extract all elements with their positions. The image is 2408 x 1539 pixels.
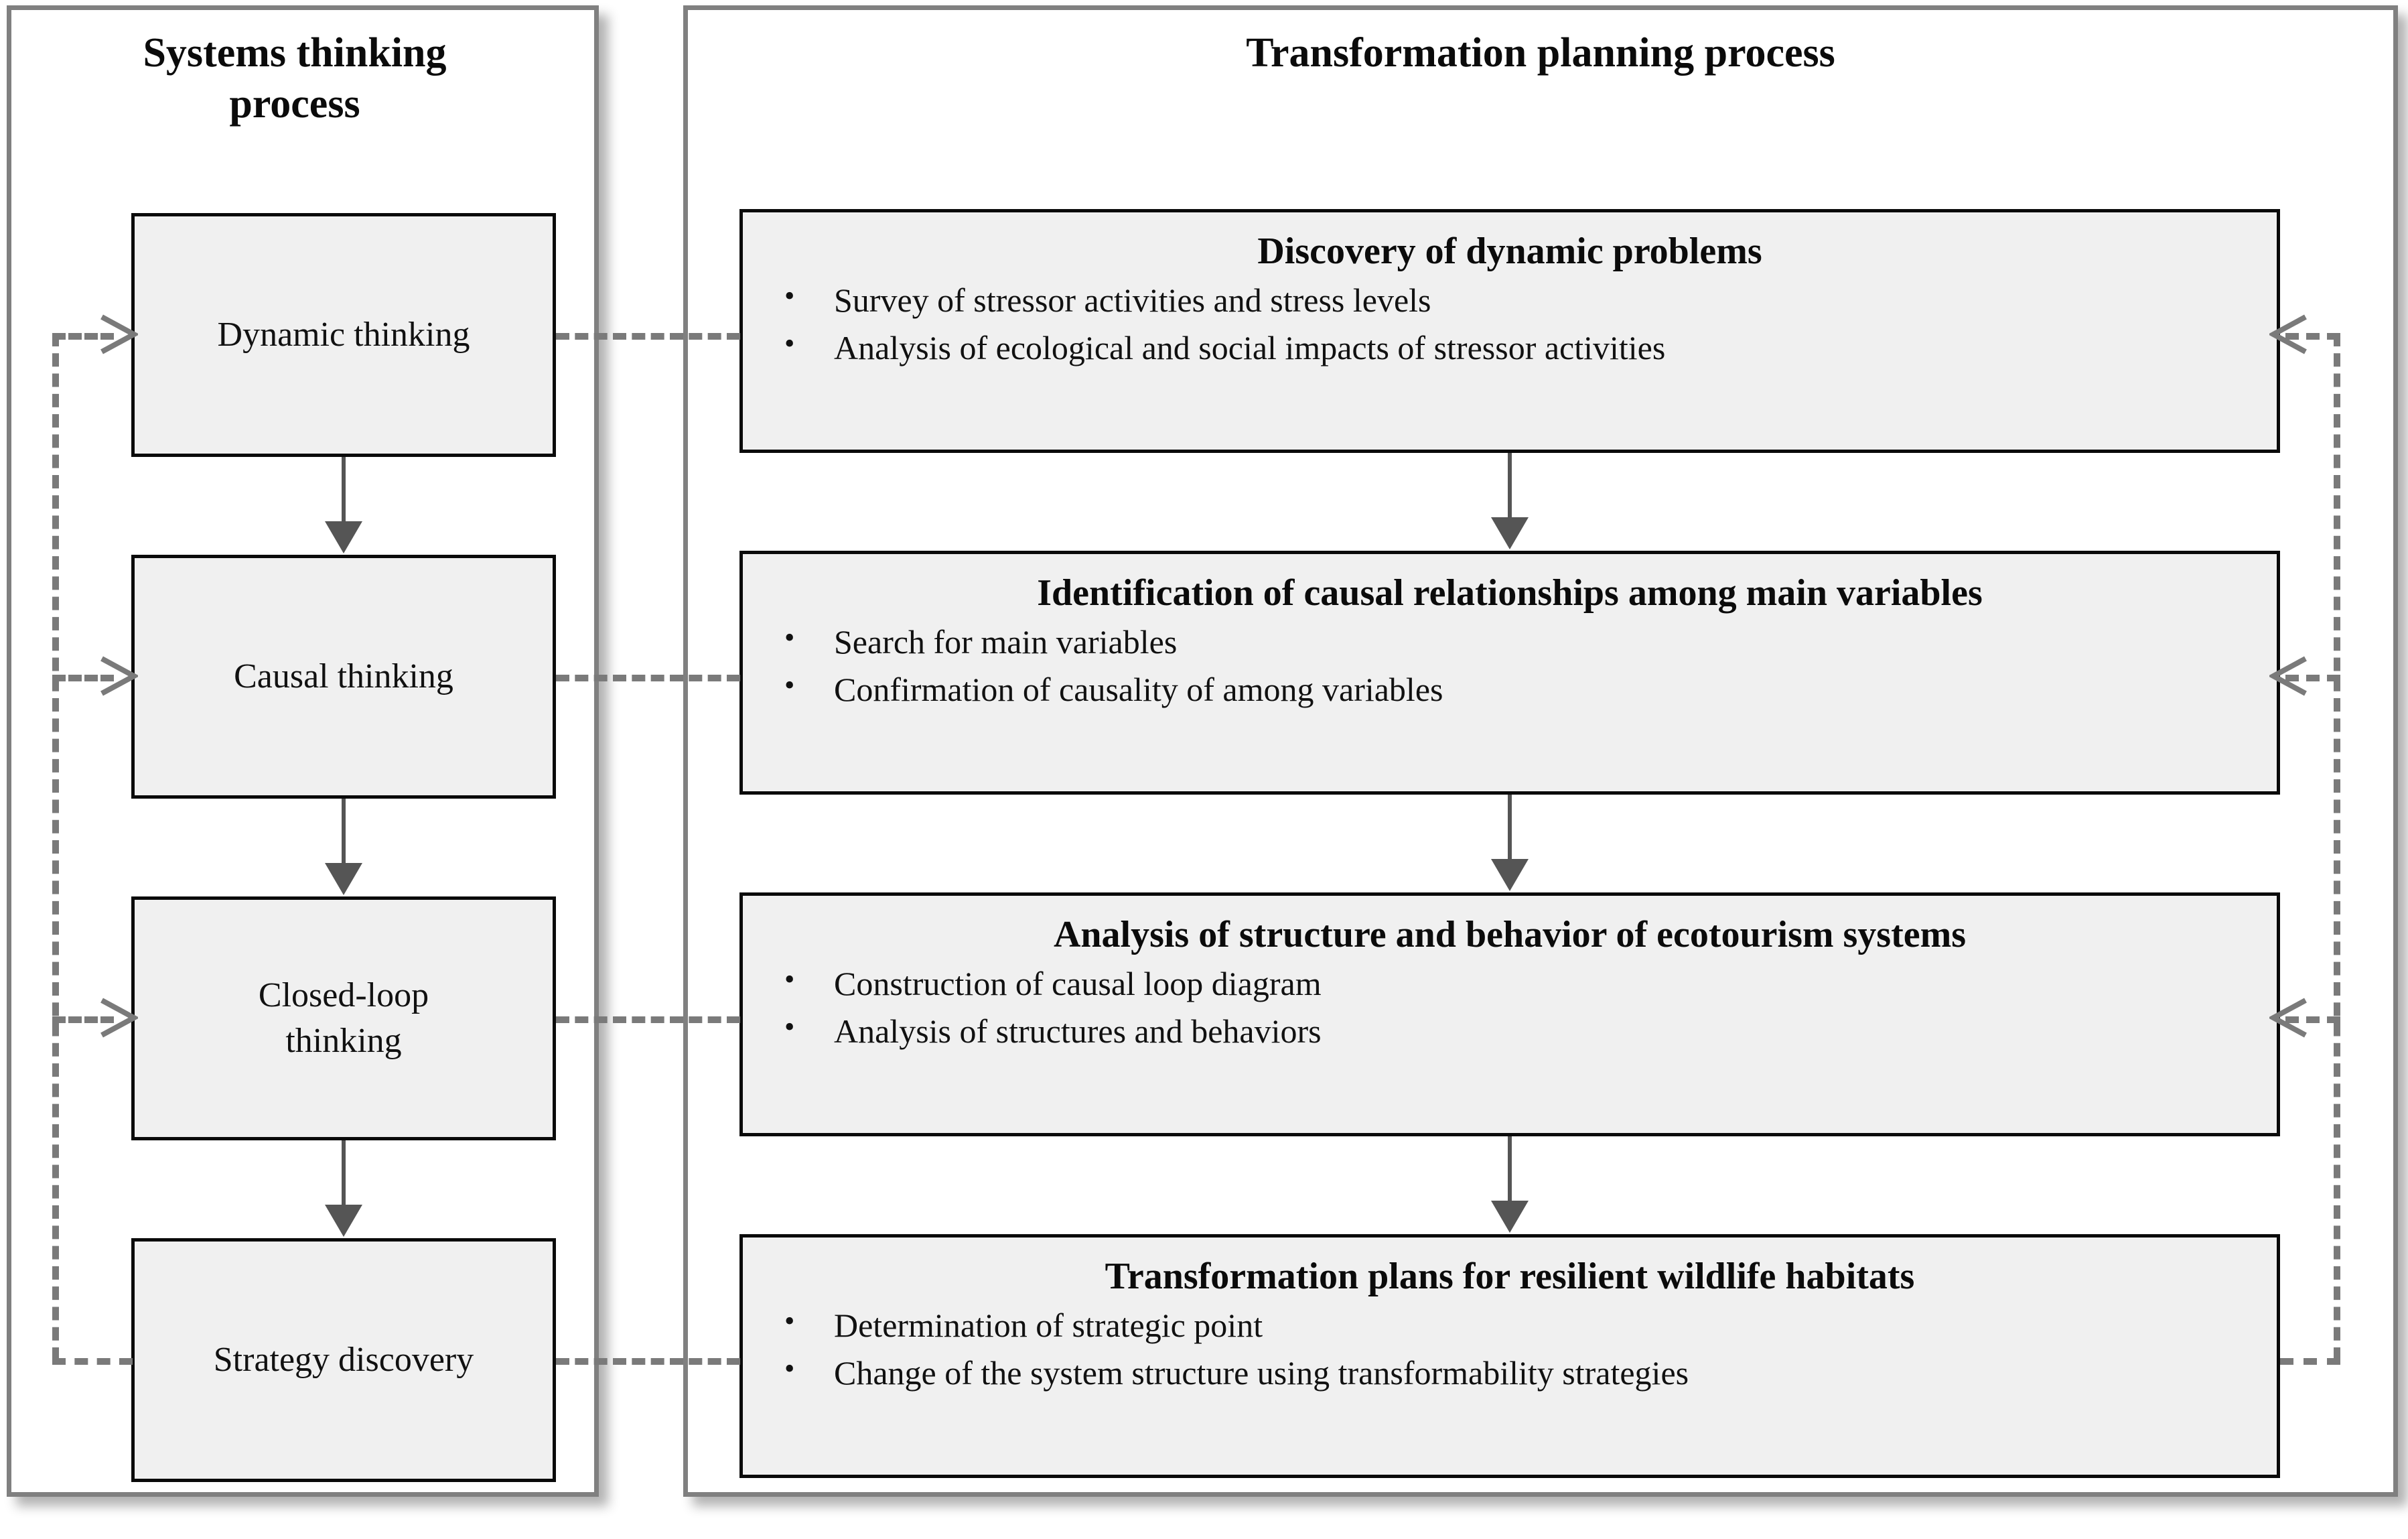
stage-title-2: Identification of causal relationships a… — [1037, 572, 1983, 614]
feedback-left-branch-to-step1 — [52, 333, 114, 340]
feedback-left-arrowhead-step3 — [100, 998, 138, 1038]
link-causal-thinking-to-stage2 — [556, 675, 740, 681]
feedback-right-arrowhead-stage1 — [2269, 314, 2307, 354]
arrow-head-step3-step4 — [325, 1205, 362, 1237]
step-label-closed-loop-thinking: Closed-loop thinking — [258, 976, 429, 1060]
stage-title-3: Analysis of structure and behavior of ec… — [1053, 914, 1967, 955]
panel-systems-thinking-title: Systems thinking process — [143, 30, 447, 127]
feedback-left-vertical — [52, 333, 59, 1361]
link-strategy-discovery-to-stage4 — [556, 1358, 740, 1365]
stage-box-transformation-plans[interactable]: Transformation plans for resilient wildl… — [739, 1234, 2280, 1478]
feedback-right-vertical — [2334, 333, 2340, 1361]
stage-bullets-3: Construction of causal loop diagram Anal… — [743, 959, 2277, 1055]
link-closed-loop-to-stage3 — [556, 1016, 740, 1023]
step-label-causal-thinking: Causal thinking — [234, 657, 453, 696]
feedback-left-arrowhead-step1 — [100, 314, 138, 354]
feedback-left-arrowhead-step2 — [100, 656, 138, 696]
step-box-closed-loop-thinking[interactable]: Closed-loop thinking — [131, 896, 556, 1140]
arrow-line-step2-step3 — [342, 799, 346, 866]
panel-transformation-planning-title: Transformation planning process — [1246, 30, 1835, 76]
arrow-head-stage1-stage2 — [1491, 517, 1529, 549]
stage-box-analysis-of-structure-and-behavior[interactable]: Analysis of structure and behavior of ec… — [739, 892, 2280, 1136]
arrow-head-stage2-stage3 — [1491, 859, 1529, 891]
feedback-right-bottom-segment — [2280, 1358, 2340, 1365]
link-dynamic-thinking-to-stage1 — [556, 333, 740, 340]
bullet-item: Analysis of ecological and social impact… — [772, 323, 2277, 372]
feedback-right-branch-to-stage2 — [2285, 675, 2340, 681]
arrow-line-stage2-stage3 — [1508, 795, 1512, 862]
bullet-item: Survey of stressor activities and stress… — [772, 275, 2277, 324]
feedback-left-bottom-segment — [52, 1358, 133, 1365]
arrow-head-step2-step3 — [325, 863, 362, 895]
step-label-dynamic-thinking: Dynamic thinking — [217, 316, 470, 354]
step-box-strategy-discovery[interactable]: Strategy discovery — [131, 1238, 556, 1482]
stage-bullets-2: Search for main variables Confirmation o… — [743, 617, 2277, 714]
arrow-line-stage3-stage4 — [1508, 1136, 1512, 1203]
stage-bullets-4: Determination of strategic point Change … — [743, 1300, 2277, 1397]
stage-title-1: Discovery of dynamic problems — [1257, 230, 1762, 272]
step-box-dynamic-thinking[interactable]: Dynamic thinking — [131, 213, 556, 457]
bullet-item: Analysis of structures and behaviors — [772, 1006, 2277, 1055]
bullet-item: Determination of strategic point — [772, 1300, 2277, 1349]
bullet-item: Construction of causal loop diagram — [772, 959, 2277, 1008]
feedback-left-branch-to-step2 — [52, 675, 114, 681]
step-box-causal-thinking[interactable]: Causal thinking — [131, 555, 556, 799]
stage-bullets-1: Survey of stressor activities and stress… — [743, 275, 2277, 372]
arrow-head-stage3-stage4 — [1491, 1201, 1529, 1233]
bullet-item: Change of the system structure using tra… — [772, 1348, 2277, 1397]
feedback-right-arrowhead-stage3 — [2269, 998, 2307, 1038]
step-label-strategy-discovery: Strategy discovery — [213, 1341, 474, 1380]
stage-title-4: Transformation plans for resilient wildl… — [1105, 1256, 1915, 1297]
bullet-item: Confirmation of causality of among varia… — [772, 665, 2277, 714]
arrow-line-step1-step2 — [342, 457, 346, 524]
feedback-right-branch-to-stage3 — [2285, 1016, 2340, 1023]
arrow-head-step1-step2 — [325, 521, 362, 553]
arrow-line-step3-step4 — [342, 1140, 346, 1207]
stage-box-discovery-of-dynamic-problems[interactable]: Discovery of dynamic problems Survey of … — [739, 209, 2280, 453]
stage-box-identification-of-causal-relationships[interactable]: Identification of causal relationships a… — [739, 551, 2280, 795]
feedback-left-branch-to-step3 — [52, 1016, 114, 1023]
feedback-right-branch-to-stage1 — [2285, 333, 2340, 340]
arrow-line-stage1-stage2 — [1508, 453, 1512, 520]
feedback-right-arrowhead-stage2 — [2269, 656, 2307, 696]
bullet-item: Search for main variables — [772, 617, 2277, 666]
